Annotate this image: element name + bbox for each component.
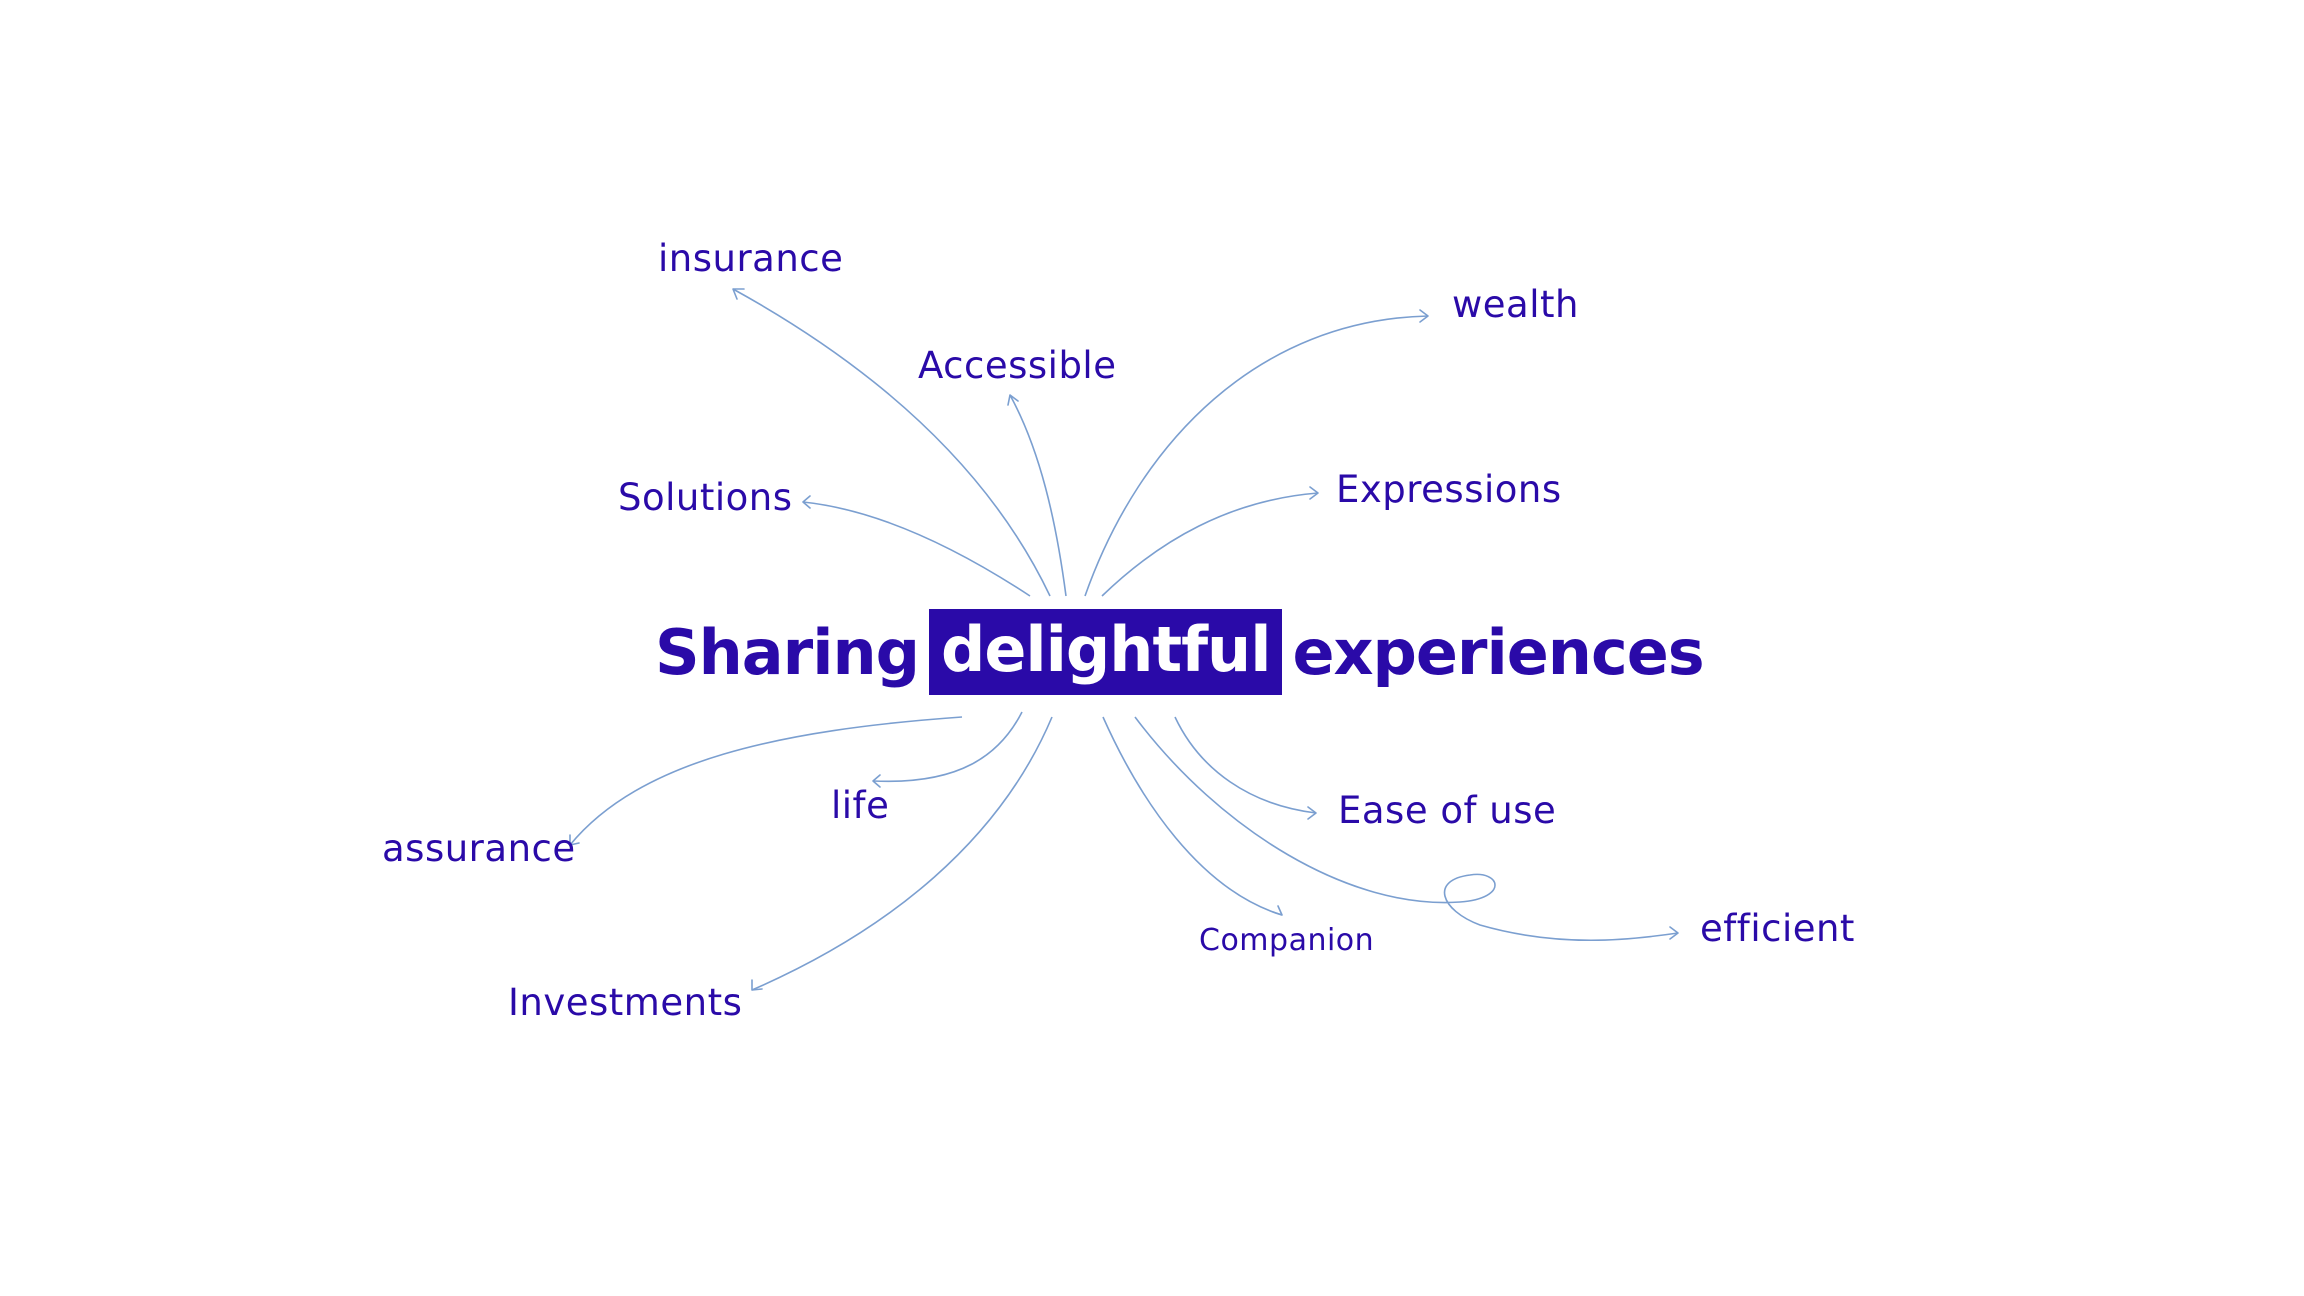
- keyword-expressions: Expressions: [1336, 468, 1562, 511]
- arrowhead-solutions: [802, 495, 811, 509]
- connector-expressions: [1101, 492, 1319, 597]
- keyword-companion: Companion: [1199, 923, 1375, 958]
- keyword-assurance: assurance: [382, 827, 576, 870]
- arrowhead-life: [872, 774, 881, 788]
- keyword-wealth: wealth: [1452, 283, 1579, 326]
- keyword-insurance: insurance: [658, 237, 844, 280]
- arrowhead-companion: [1272, 905, 1283, 916]
- keyword-accessible: Accessible: [918, 344, 1117, 387]
- connector-insurance: [732, 288, 1051, 597]
- connector-accessible: [1009, 394, 1067, 597]
- arrowhead-wealth: [1419, 309, 1429, 323]
- keyword-efficient: efficient: [1700, 907, 1855, 950]
- keyword-ease-of-use: Ease of use: [1338, 789, 1557, 832]
- arrowhead-investments: [751, 979, 763, 991]
- keyword-life: life: [831, 784, 890, 827]
- keyword-investments: Investments: [508, 981, 743, 1024]
- arrowhead-ease-of-use: [1307, 806, 1317, 820]
- connector-investments: [751, 716, 1053, 991]
- headline: Sharing delightful experiences: [655, 606, 1705, 698]
- arrowhead-assurance: [569, 834, 580, 846]
- connector-wealth: [1084, 315, 1429, 597]
- keyword-solutions: Solutions: [618, 476, 793, 519]
- arrowhead-insurance: [732, 288, 745, 300]
- connector-solutions: [802, 501, 1031, 597]
- headline-highlight: delightful: [928, 609, 1283, 695]
- arrowhead-efficient: [1669, 926, 1679, 940]
- connector-ease-of-use: [1174, 716, 1317, 814]
- connector-companion: [1102, 716, 1283, 916]
- arrowhead-expressions: [1309, 486, 1319, 500]
- headline-after: experiences: [1292, 615, 1704, 689]
- connector-life: [872, 711, 1023, 783]
- connector-efficient: [1134, 716, 1679, 942]
- headline-before: Sharing: [655, 615, 920, 689]
- connector-assurance: [569, 716, 963, 846]
- arrowhead-accessible: [1007, 394, 1019, 406]
